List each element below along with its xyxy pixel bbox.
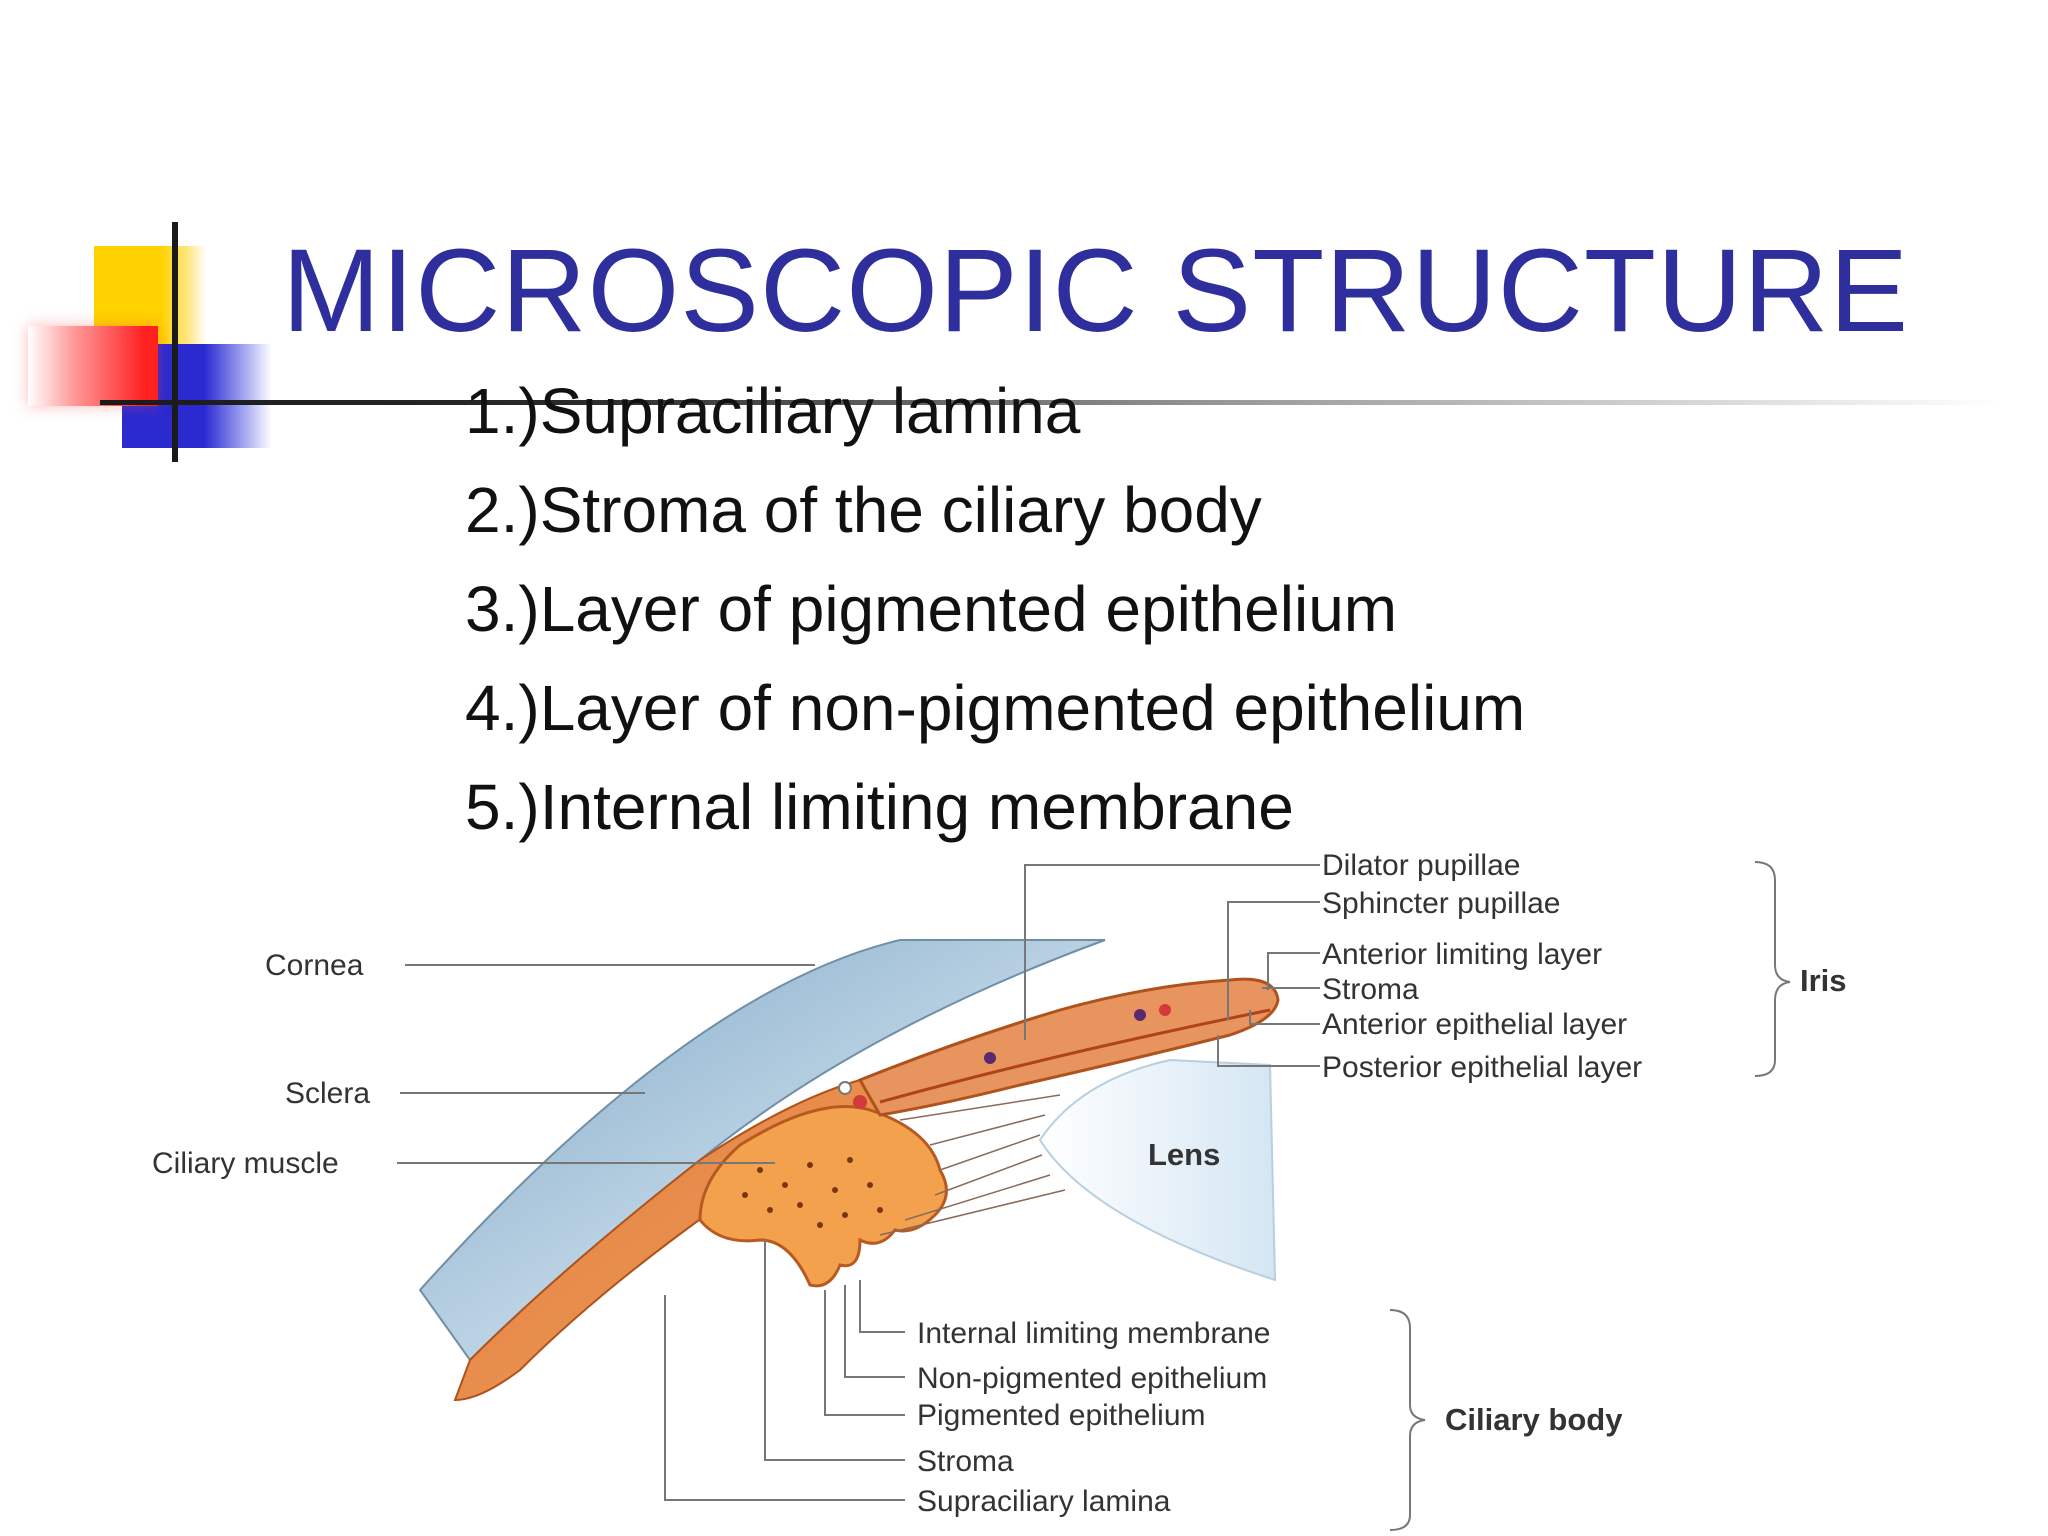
cornea-label: Cornea [265,949,364,982]
iris-group-label: Iris [1800,963,1847,998]
ciliary-label: Stroma [917,1445,1014,1478]
leader-line [1249,1010,1320,1025]
list-item: 4.)Layer of non-pigmented epithelium [465,672,1526,744]
lens-shape [1038,1058,1277,1282]
ciliary-muscle-label: Ciliary muscle [152,1147,339,1180]
leader-line [1217,1035,1320,1067]
leader-line [824,1290,905,1416]
leader-line [1227,901,1320,1020]
leader-line [764,1240,905,1461]
slide-title: MICROSCOPIC STRUCTURE [282,225,1910,357]
iris-vessel [984,1052,996,1064]
zonular-fibres [879,1094,1066,1236]
iris-label: Sphincter pupillae [1322,887,1561,920]
ciliary-vessel [853,1095,867,1109]
ciliary-label: Non-pigmented epithelium [917,1362,1267,1395]
decor-vertical-rule [172,222,178,462]
ciliary-label: Supraciliary lamina [917,1485,1171,1518]
ciliary-body-diagram: Cornea Sclera Ciliary muscle Lens Dilato… [152,849,1847,1531]
iris-label: Posterior epithelial layer [1322,1051,1642,1084]
decor-red-square [28,326,158,406]
decor-horizontal-rule [100,400,2000,405]
leader-line [1024,864,1320,1040]
muscle-stippling [742,1157,883,1228]
leader-line [664,1295,905,1501]
ciliary-muscle-shape [698,1105,948,1288]
ciliary-body-group-label: Ciliary body [1445,1402,1623,1437]
iris-label: Anterior epithelial layer [1322,1008,1627,1041]
iris-label: Dilator pupillae [1322,849,1520,882]
iris-label: Stroma [1322,973,1419,1006]
leader-line [1267,952,1320,990]
list-item: 2.)Stroma of the ciliary body [465,474,1262,546]
iris-vessel [1134,1009,1146,1021]
leader-line [859,1280,905,1333]
sclera-label: Sclera [285,1077,370,1110]
ciliary-label: Internal limiting membrane [917,1317,1270,1350]
list-item: 1.)Supraciliary lamina [465,375,1081,447]
lens-label: Lens [1148,1137,1220,1172]
iris-epithelium-line [879,1008,1271,1104]
ciliary-body-brace [1389,1309,1426,1531]
iris-vessel [1159,1004,1171,1016]
list-item: 5.)Internal limiting membrane [465,771,1294,843]
iris-label: Anterior limiting layer [1322,938,1602,971]
list-item: 3.)Layer of pigmented epithelium [465,573,1398,645]
leader-line [844,1285,905,1378]
structure-list: 1.)Supraciliary lamina 2.)Stroma of the … [465,362,1525,857]
iris-brace [1754,861,1791,1077]
ciliary-label: Pigmented epithelium [917,1399,1206,1432]
canal-of-schlemm [838,1081,852,1095]
